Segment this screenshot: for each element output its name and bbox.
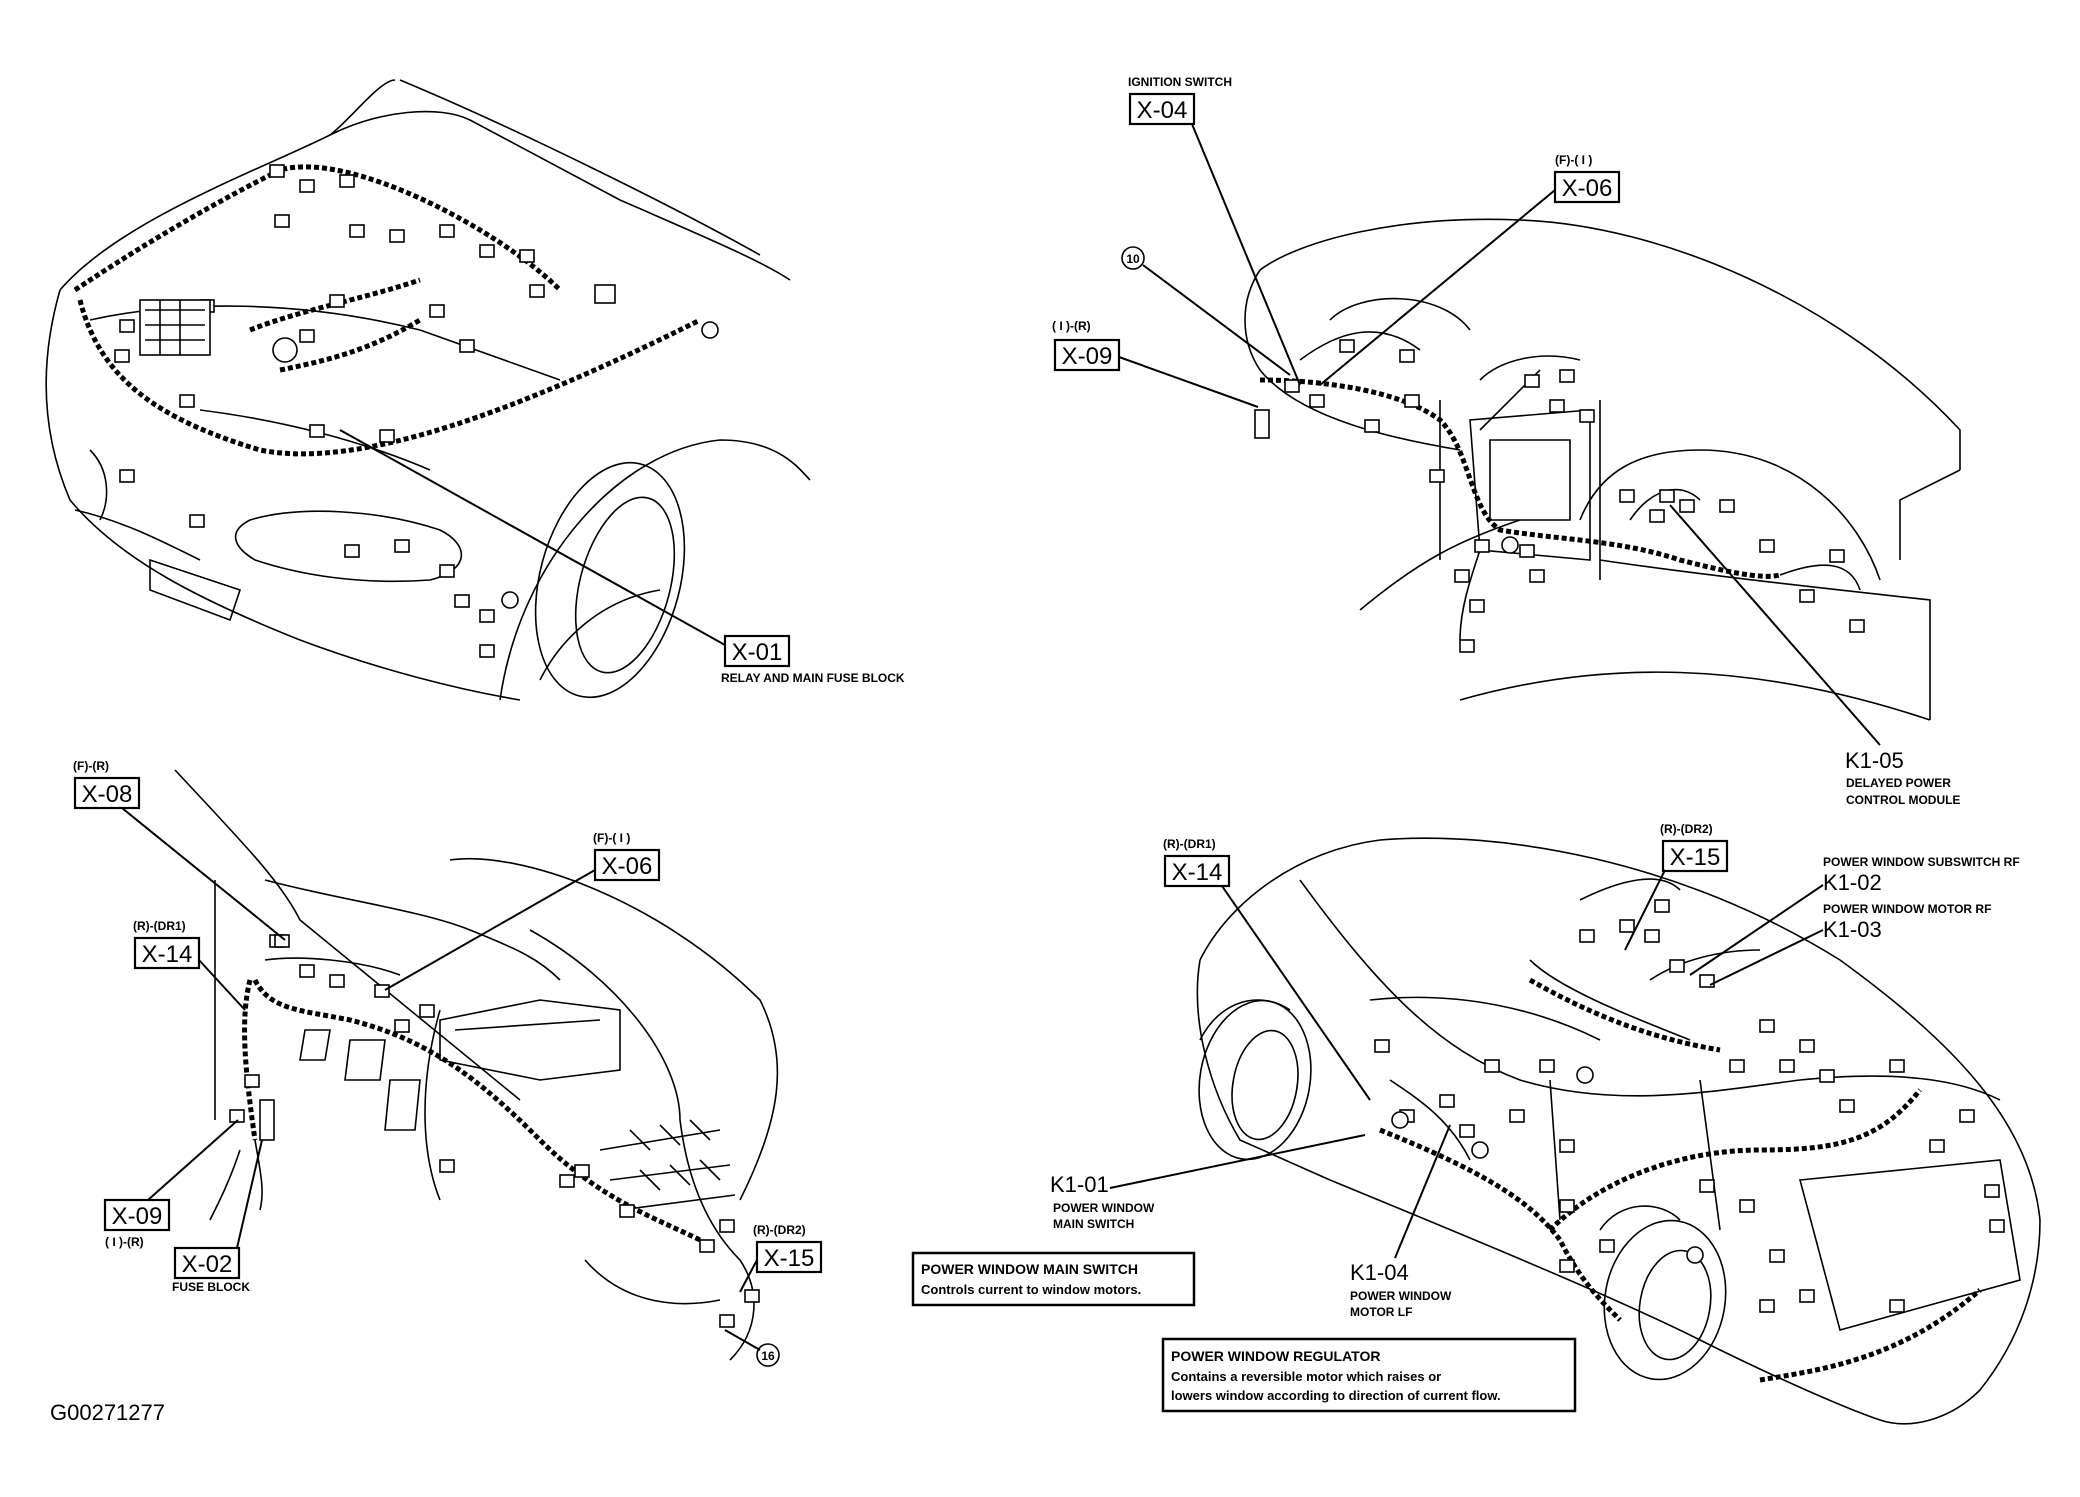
- callout-x06b-position: (F)-( I ): [593, 831, 630, 845]
- callout-k104-code: K1-04: [1350, 1260, 1409, 1285]
- ground-point-16: [756, 1343, 780, 1367]
- callout-x14-position: (R)-(DR1): [133, 919, 186, 933]
- callout-box-x06-dash: [1553, 170, 1621, 204]
- callout-x02-caption: FUSE BLOCK: [172, 1280, 250, 1294]
- callout-box-x02: [173, 1246, 241, 1280]
- callout-box-x01: [723, 634, 791, 668]
- callout-x14-code: X-14: [142, 941, 193, 968]
- callout-x15-position: (R)-(DR2): [753, 1223, 806, 1237]
- callout-x01-caption: RELAY AND MAIN FUSE BLOCK: [721, 671, 905, 685]
- callout-k101-caption1: POWER WINDOW: [1053, 1201, 1155, 1215]
- callout-box-x09-foot: [103, 1198, 171, 1232]
- callout-k103-caption: POWER WINDOW MOTOR RF: [1823, 902, 1991, 916]
- note-regulator-title: POWER WINDOW REGULATOR: [1171, 1348, 1380, 1364]
- note-regulator-line1: Contains a reversible motor which raises…: [1171, 1369, 1441, 1384]
- callout-k102-caption: POWER WINDOW SUBSWITCH RF: [1823, 855, 2020, 869]
- ground-point-16-label: 16: [761, 1349, 775, 1363]
- note-main-switch-title: POWER WINDOW MAIN SWITCH: [921, 1261, 1138, 1277]
- callout-k105-caption2: CONTROL MODULE: [1846, 793, 1960, 807]
- callout-x14b-position: (R)-(DR1): [1163, 837, 1216, 851]
- note-regulator-line2: lowers window according to direction of …: [1171, 1388, 1501, 1403]
- callout-x15b-code: X-15: [1670, 844, 1721, 871]
- engine-connectors: [114, 164, 719, 658]
- callout-box-x08: [73, 776, 141, 810]
- note-main-switch: POWER WINDOW MAIN SWITCH Controls curren…: [911, 1251, 1196, 1307]
- callout-x04-code: X-04: [1137, 97, 1188, 124]
- callout-k102-code: K1-02: [1823, 870, 1882, 895]
- panel-dashboard: IGNITION SWITCH X-04 (F)-( I ) X-06 10 (…: [1052, 75, 1961, 807]
- callout-x08-code: X-08: [82, 781, 133, 808]
- callout-x04-caption: IGNITION SWITCH: [1128, 75, 1232, 89]
- callout-x09-code: X-09: [1062, 343, 1113, 370]
- overview-connectors: [1374, 899, 2005, 1313]
- dash-connectors: [1254, 339, 1865, 653]
- callout-k105-caption1: DELAYED POWER: [1846, 776, 1951, 790]
- callout-x02-code: X-02: [182, 1251, 233, 1278]
- callout-x06-position: (F)-( I ): [1555, 153, 1592, 167]
- callout-x15b-position: (R)-(DR2): [1660, 822, 1713, 836]
- callout-k101-caption2: MAIN SWITCH: [1053, 1217, 1134, 1231]
- callout-box-x14-foot: [133, 936, 201, 970]
- callout-box-x04: [1128, 92, 1196, 126]
- note-main-switch-text: Controls current to window motors.: [921, 1282, 1141, 1297]
- callout-k105-code: K1-05: [1845, 748, 1904, 773]
- callout-x09-position: ( I )-(R): [1052, 319, 1091, 333]
- panel-car-overview: (R)-(DR1) X-14 (R)-(DR2) X-15 POWER WIND…: [911, 822, 2041, 1425]
- callout-x15-code: X-15: [764, 1245, 815, 1272]
- callout-x09b-position: ( I )-(R): [105, 1235, 144, 1249]
- panel-engine-bay: X-01 RELAY AND MAIN FUSE BLOCK: [45, 79, 905, 701]
- ground-point-10-label: 10: [1126, 252, 1140, 266]
- callout-x06-code: X-06: [1562, 175, 1613, 202]
- callout-box-x15-foot: [755, 1240, 823, 1274]
- callout-x06b-code: X-06: [602, 853, 653, 880]
- callout-k103-code: K1-03: [1823, 917, 1882, 942]
- callout-x01-code: X-01: [732, 639, 783, 666]
- panel-footwell: (F)-(R) X-08 (F)-( I ) X-06 (R)-(DR1) X-…: [73, 759, 823, 1367]
- callout-box-x09-dash: [1053, 338, 1121, 372]
- callout-box-x15-car: [1661, 839, 1729, 873]
- callout-x09b-code: X-09: [112, 1203, 163, 1230]
- footwell-connectors: [229, 934, 760, 1328]
- callout-box-x14-car: [1163, 854, 1231, 888]
- callout-box-x06-foot: [593, 848, 661, 882]
- callout-k104-caption1: POWER WINDOW: [1350, 1289, 1452, 1303]
- callout-k104-caption2: MOTOR LF: [1350, 1305, 1412, 1319]
- callout-x14b-code: X-14: [1172, 859, 1223, 886]
- callout-k101-code: K1-01: [1050, 1172, 1109, 1197]
- callout-x08-position: (F)-(R): [73, 759, 109, 773]
- ground-point-10: [1121, 246, 1145, 270]
- note-regulator: POWER WINDOW REGULATOR Contains a revers…: [1161, 1337, 1577, 1413]
- figure-id: G00271277: [50, 1400, 165, 1425]
